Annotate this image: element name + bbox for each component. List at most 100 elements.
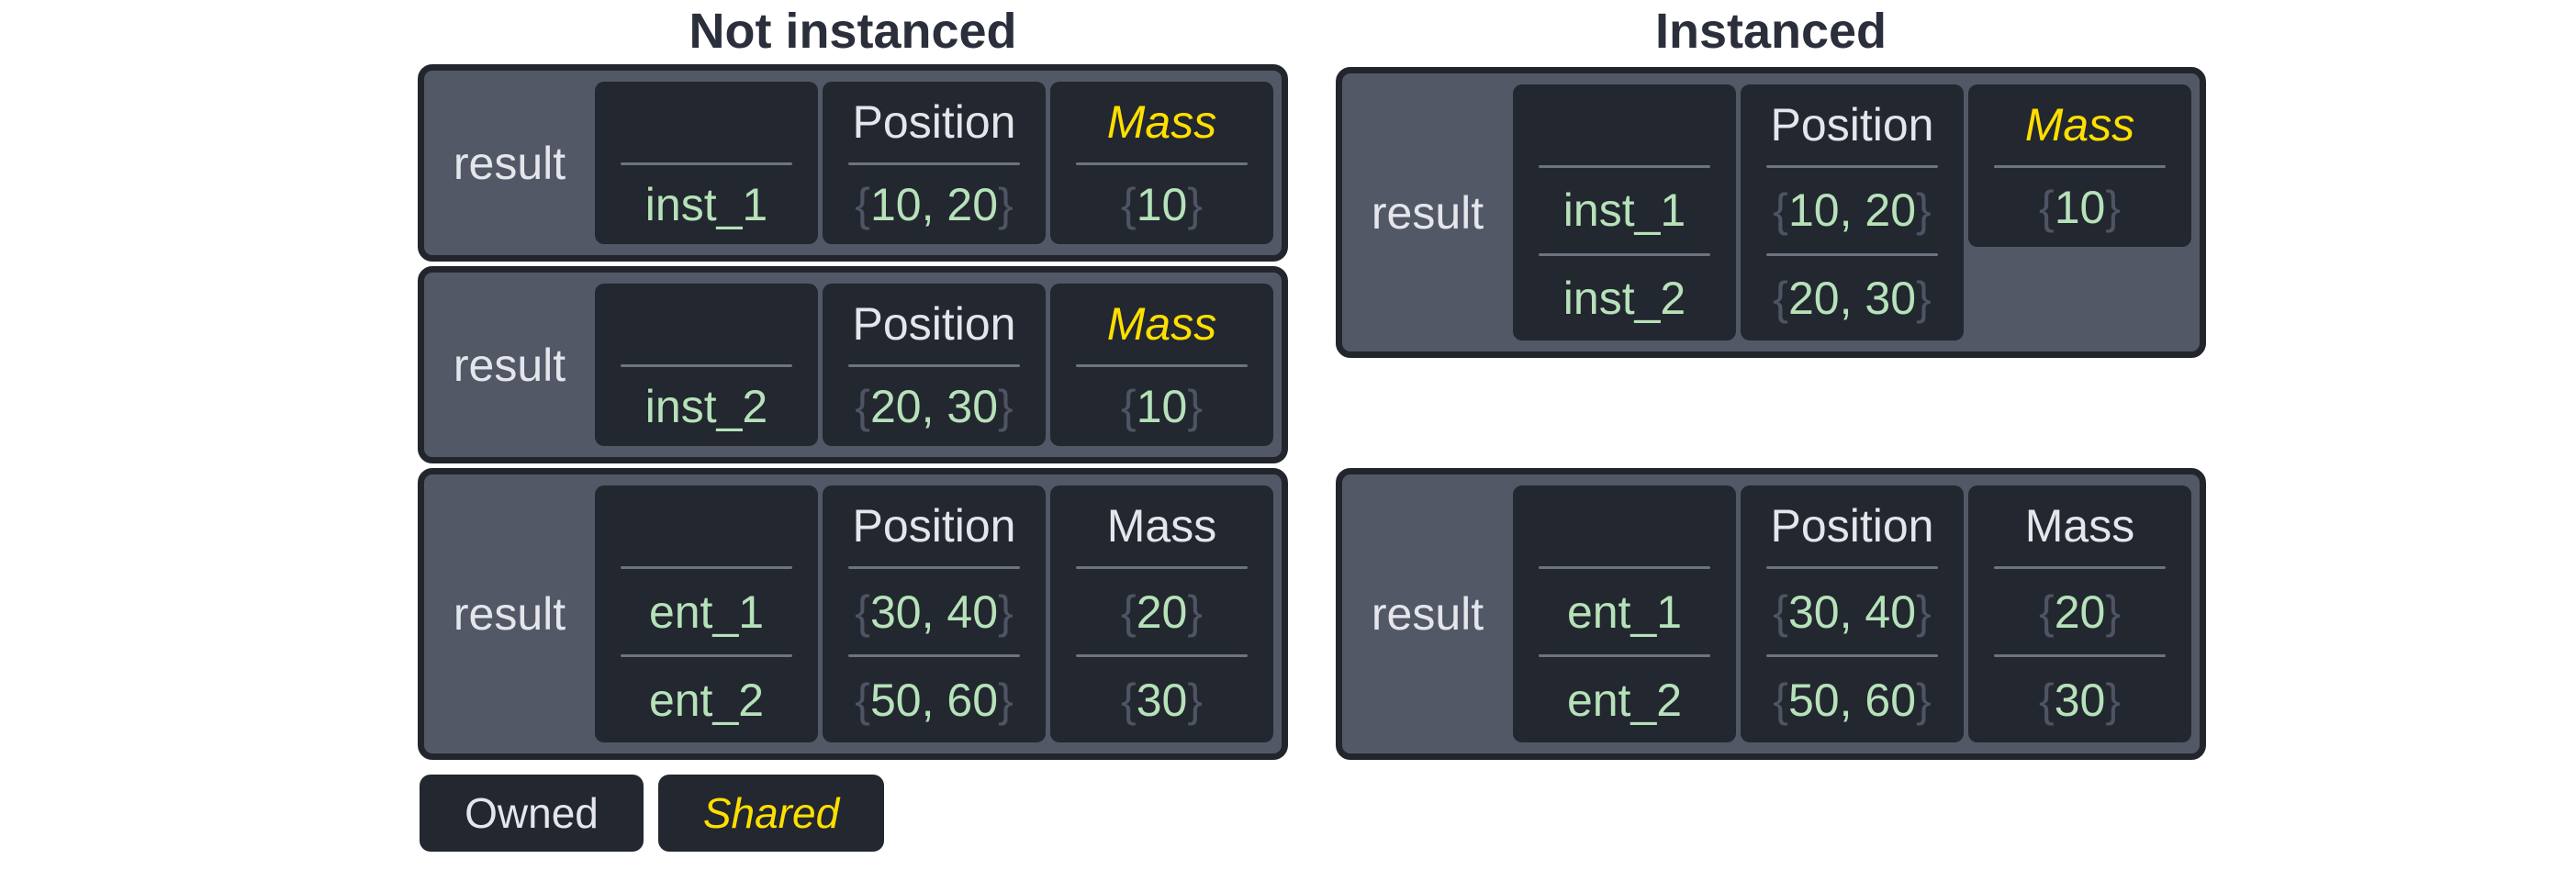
entity-id-value: ent_2 [648, 674, 765, 726]
mass-row: {10} [1050, 367, 1273, 446]
component-cells: ent_1 ent_2 Position {30, 40} {50, 60} M… [1513, 474, 2201, 753]
close-brace: } [1916, 674, 1932, 726]
mass-row: {30} [1968, 657, 2191, 742]
open-brace: { [1120, 381, 1137, 432]
position-value: 10, 20 [1787, 184, 1916, 237]
close-brace: } [2105, 586, 2122, 638]
mass-header: Mass [2024, 500, 2135, 552]
entity-id-row: ent_2 [1513, 657, 1736, 742]
mass-header: Mass [1106, 500, 1217, 552]
position-row: {30, 40} [823, 569, 1046, 654]
legend-owned-label: Owned [465, 789, 599, 837]
open-brace: { [855, 179, 870, 230]
divider [1539, 252, 1710, 256]
position-value: 30, 40 [1787, 586, 1916, 638]
divider [1766, 654, 1938, 657]
open-brace: { [2038, 586, 2055, 638]
position-cell: Position {20, 30} [823, 284, 1046, 446]
entity-id-cell: ent_1 ent_2 [595, 485, 818, 742]
mass-cell: Mass {10} [1050, 82, 1273, 244]
component-cells: inst_2 Position {20, 30} Mass {10} [595, 273, 1283, 457]
entity-id-row: ent_1 [1513, 569, 1736, 654]
mass-value: 10 [1136, 381, 1188, 432]
divider [848, 364, 1020, 367]
divider [1766, 566, 1938, 569]
divider [1076, 566, 1248, 569]
entity-id-header [595, 82, 818, 162]
close-brace: } [2105, 674, 2122, 726]
divider [621, 654, 792, 657]
entity-id-header [595, 485, 818, 566]
entity-id-cell: ent_1 ent_2 [1513, 485, 1736, 742]
mass-row: {20} [1968, 569, 2191, 654]
entity-id-header [1513, 485, 1736, 566]
mass-cell-shared: Mass {10} [1968, 84, 2191, 247]
position-row: {20, 30} [1741, 256, 1964, 341]
close-brace: } [1187, 179, 1204, 230]
position-cell: Position {10, 20} {20, 30} [1741, 84, 1964, 340]
divider [848, 566, 1020, 569]
entity-id-row: inst_1 [1513, 168, 1736, 253]
open-brace: { [1773, 184, 1788, 237]
divider [1766, 252, 1938, 256]
legend-owned-chip: Owned [420, 775, 644, 852]
mass-value: 30 [1136, 674, 1188, 726]
open-brace: { [855, 674, 870, 726]
divider [621, 566, 792, 569]
divider [1539, 566, 1710, 569]
close-brace: } [1187, 674, 1204, 726]
mass-header-shared: Mass [1106, 298, 1217, 350]
close-brace: } [2105, 182, 2122, 233]
entity-id-cell: inst_1 [595, 82, 818, 244]
entity-id-value: inst_2 [644, 381, 768, 432]
open-brace: { [2038, 182, 2055, 233]
close-brace: } [1916, 586, 1932, 638]
position-cell: Position {10, 20} [823, 82, 1046, 244]
position-header: Position [852, 500, 1016, 552]
entity-id-row: inst_2 [595, 367, 818, 446]
open-brace: { [1773, 272, 1788, 324]
close-brace: } [998, 586, 1014, 638]
divider [1994, 654, 2166, 657]
position-value: 50, 60 [1787, 674, 1916, 726]
mass-header-shared: Mass [1106, 96, 1217, 148]
result-label: result [1371, 588, 1484, 640]
divider [1994, 165, 2166, 168]
position-value: 30, 40 [869, 586, 998, 638]
position-header: Position [852, 298, 1016, 350]
mass-value: 30 [2054, 674, 2106, 726]
position-value: 20, 30 [1787, 272, 1916, 324]
open-brace: { [1120, 179, 1137, 230]
close-brace: } [998, 381, 1014, 432]
result-label: result [453, 339, 566, 391]
close-brace: } [998, 674, 1014, 726]
position-row: {50, 60} [823, 657, 1046, 742]
entity-id-row: ent_2 [595, 657, 818, 742]
position-row: {10, 20} [1741, 168, 1964, 253]
divider [1076, 654, 1248, 657]
divider [1766, 165, 1938, 168]
entity-id-value: ent_1 [1566, 586, 1683, 638]
position-value: 50, 60 [869, 674, 998, 726]
mass-row: {20} [1050, 569, 1273, 654]
close-brace: } [1187, 381, 1204, 432]
position-value: 20, 30 [869, 381, 998, 432]
mass-value: 10 [2054, 182, 2106, 233]
divider [848, 162, 1020, 165]
divider [621, 162, 792, 165]
legend-shared-chip: Shared [658, 775, 884, 852]
open-brace: { [855, 586, 870, 638]
mass-value: 10 [1136, 179, 1188, 230]
open-brace: { [2038, 674, 2055, 726]
entity-id-header [595, 284, 818, 364]
open-brace: { [1120, 586, 1137, 638]
divider [1076, 162, 1248, 165]
mass-row: {10} [1050, 165, 1273, 244]
divider [1076, 364, 1248, 367]
mass-value: 20 [1136, 586, 1188, 638]
mass-cell: Mass {10} [1050, 284, 1273, 446]
not-instanced-result-box-3: result ent_1 ent_2 Position {30, 40} {50… [418, 468, 1288, 760]
position-row: {20, 30} [823, 367, 1046, 446]
position-header: Position [1770, 500, 1934, 552]
